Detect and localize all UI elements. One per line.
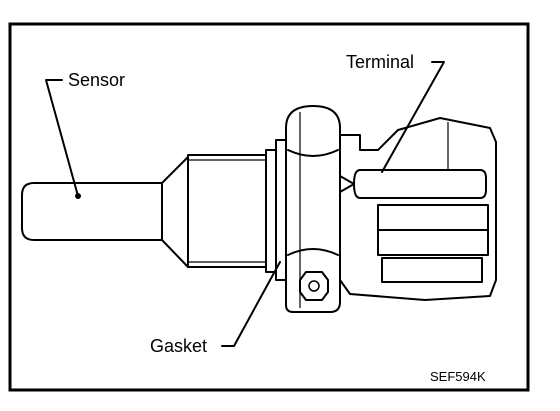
connector-housing (339, 117, 497, 301)
gasket-label: Gasket (150, 336, 207, 356)
sensor-leader-dot (75, 193, 81, 199)
terminal-leader-line (381, 61, 445, 173)
gasket-leader-line (221, 261, 281, 347)
sensor-leader-line (45, 79, 79, 197)
hex-nut (285, 105, 341, 313)
threaded-body (187, 149, 277, 273)
terminal-label: Terminal (346, 52, 414, 72)
sensor-probe (21, 156, 189, 268)
figure-code: SEF594K (430, 369, 486, 384)
gasket-part (275, 139, 287, 281)
sensor-label: Sensor (68, 70, 125, 90)
terminal-pin (339, 169, 487, 199)
